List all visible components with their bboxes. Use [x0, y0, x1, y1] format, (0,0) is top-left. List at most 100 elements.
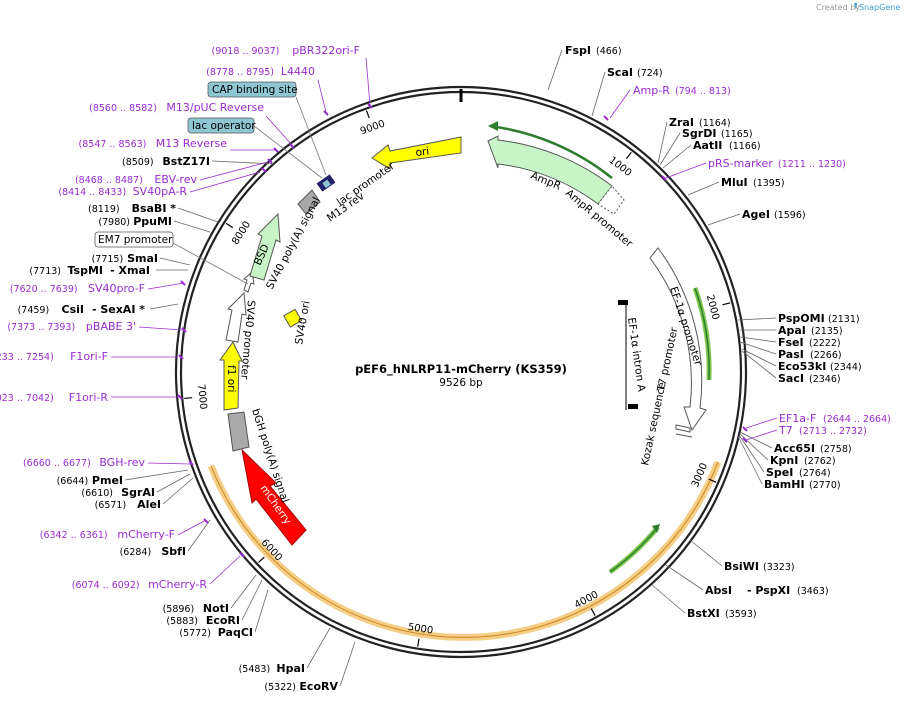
primer-mark	[603, 115, 609, 121]
feature-kozak[interactable]: Kozak sequence	[639, 381, 693, 467]
site-smai[interactable]: SmaI(7715)	[92, 252, 158, 265]
site-sbfi[interactable]: SbfI(6284)	[120, 545, 186, 558]
site-name: SmaI	[127, 252, 158, 265]
site-bstxi[interactable]: BstXI(3593)	[687, 607, 757, 620]
primer-bgh-rev[interactable]: BGH-rev(6660 .. 6677)	[23, 456, 146, 469]
primer-sv40pro-f[interactable]: SV40pro-F(7620 .. 7639)	[10, 282, 145, 295]
site-noti[interactable]: NotI(5896)	[163, 602, 229, 615]
site-hpai[interactable]: HpaI(5483)	[239, 662, 305, 675]
primer-position: (6342 .. 6361)	[40, 530, 108, 541]
site-position: (5322)	[264, 682, 296, 693]
primer-name: pBABE 3'	[86, 320, 136, 333]
site-name: TspMI	[67, 264, 103, 277]
site-fspi[interactable]: FspI(466)	[565, 44, 622, 57]
site-bamhi[interactable]: BamHI(2770)	[764, 478, 841, 491]
site-sgrai[interactable]: SgrAI(6610)	[81, 486, 155, 499]
primer-prs-marker[interactable]: pRS-marker(1211 .. 1230)	[708, 157, 846, 170]
primer-sv40pa-r[interactable]: SV40pA-R(8414 .. 8433)	[58, 185, 187, 198]
site-ecori[interactable]: EcoRI (5883)	[166, 614, 240, 627]
orf-mcherry-arrowhead	[652, 524, 660, 533]
tick-label: 9000	[359, 118, 387, 137]
site-position: (3323)	[763, 562, 795, 573]
site-scai[interactable]: ScaI(724)	[607, 66, 663, 79]
primer-f1ori-r[interactable]: F1ori-R (7023 .. 7042)	[0, 391, 108, 404]
primer-name: SV40pA-R	[133, 185, 188, 198]
site-ecorv[interactable]: EcoRV(5322)	[264, 680, 338, 693]
leader-line	[609, 89, 631, 119]
site-name: ApaI	[778, 324, 806, 337]
site-zrai[interactable]: ZraI(1164)	[669, 116, 731, 129]
feature-ori[interactable]: ori	[371, 136, 462, 170]
primer-m13-puc-reverse[interactable]: M13/pUC Reverse(8560 .. 8582)	[89, 101, 264, 114]
leader-line	[149, 303, 179, 310]
callout-cap-binding-site[interactable]: CAP binding site	[207, 81, 327, 176]
primer-pbabe-3[interactable]: pBABE 3'(7373 .. 7393)	[7, 320, 136, 333]
primer-pbr322ori-f[interactable]: pBR322ori-F(9018 .. 9037)	[212, 44, 360, 57]
primer-mark	[261, 167, 267, 173]
site-apai[interactable]: ApaI(2135)	[778, 324, 843, 337]
site-name: PspOMI	[778, 312, 825, 325]
site-xmai[interactable]: - XmaI	[110, 264, 150, 277]
site-name: EcoRI	[206, 614, 240, 627]
leader-line	[662, 144, 692, 169]
primer-ebv-rev[interactable]: EBV-rev(8468 .. 8487)	[75, 173, 198, 186]
feature-em7-promoter[interactable]	[243, 271, 255, 293]
site-name: MluI	[721, 176, 748, 189]
site-absi[interactable]: AbsI	[705, 584, 732, 597]
site-acc65i[interactable]: Acc65I(2758)	[774, 442, 852, 455]
site-aatii[interactable]: AatII(1166)	[693, 139, 761, 152]
site-spei[interactable]: SpeI(2764)	[766, 466, 831, 479]
site-sexai[interactable]: - SexAI *	[92, 303, 145, 316]
callout-lac-operator[interactable]: lac operator	[187, 117, 323, 179]
primer-mcherry-f[interactable]: mCherry-F(6342 .. 6361)	[40, 528, 175, 541]
primer-t7[interactable]: T7(2713 .. 2732)	[778, 424, 867, 437]
feature-sv40-ori[interactable]: SV40 ori	[283, 300, 313, 346]
site-paqci[interactable]: PaqCI(5772)	[179, 626, 253, 639]
leader-line	[124, 469, 189, 481]
site-position: (6644)	[57, 476, 89, 487]
primer-name: Amp-R	[633, 84, 670, 97]
primer-l4440[interactable]: L4440(8778 .. 8795)	[206, 65, 315, 78]
site-name: KpnI	[770, 454, 798, 467]
feature-ef1a-intron[interactable]: EF-1α intron A	[618, 300, 647, 410]
site-bsabi[interactable]: BsaBI *(8119)	[88, 202, 176, 215]
primer-f1ori-f[interactable]: F1ori-F(7233 .. 7254)	[0, 350, 108, 363]
site-sgrdi[interactable]: SgrDI(1165)	[682, 127, 753, 140]
primer-name: pRS-marker	[708, 157, 773, 170]
site-eco53ki[interactable]: Eco53kI(2344)	[778, 360, 862, 373]
site-alei[interactable]: AleI(6571)	[95, 498, 161, 511]
feature-f1ori[interactable]: f1 ori	[219, 341, 243, 411]
primer-position: (6660 .. 6677)	[23, 458, 91, 469]
primer-amp-r[interactable]: Amp-R(794 .. 813)	[633, 84, 731, 97]
callout-em7-promoter[interactable]: EM7 promoter	[94, 231, 249, 285]
primer-position: (7023 .. 7042)	[0, 393, 54, 404]
site-ppumi[interactable]: PpuMI(7980)	[98, 215, 172, 228]
leader-line	[739, 336, 777, 343]
site-position: (1395)	[753, 178, 785, 189]
site-pspxi[interactable]: - PspXI(3463)	[747, 584, 829, 597]
site-csii[interactable]: CsiI(7459)	[18, 303, 84, 316]
feature-lac-promoter[interactable]: lac promoter M13 rev	[316, 160, 398, 225]
primer-ef1a-f[interactable]: EF1a-F(2644 .. 2664)	[779, 412, 891, 425]
feature-ampR[interactable]: AmpR	[487, 135, 613, 205]
site-name: NotI	[203, 602, 229, 615]
primer-m13-reverse[interactable]: M13 Reverse(8547 .. 8563)	[79, 137, 228, 150]
site-kpni[interactable]: KpnI(2762)	[770, 454, 836, 467]
site-name: BamHI	[764, 478, 805, 491]
site-bsiwi[interactable]: BsiWI(3323)	[724, 560, 795, 573]
primer-name: F1ori-R	[69, 391, 109, 404]
site-pmei[interactable]: PmeI(6644)	[57, 474, 123, 487]
site-saci[interactable]: SacI(2346)	[778, 372, 841, 385]
site-agei[interactable]: AgeI(1596)	[742, 208, 806, 221]
leader-line	[659, 132, 681, 166]
primer-mcherry-r[interactable]: mCherry-R(6074 .. 6092)	[72, 578, 208, 591]
site-position: (5883)	[166, 616, 198, 627]
site-fsei[interactable]: FseI(2222)	[778, 336, 841, 349]
site-pasi[interactable]: PasI(2266)	[778, 348, 842, 361]
site-pspomi[interactable]: PspOMI(2131)	[778, 312, 860, 325]
site-name: BstZ17I	[162, 155, 210, 168]
leader-line	[687, 181, 720, 196]
site-bstz17i[interactable]: BstZ17I(8509)	[122, 155, 210, 168]
site-tspmi[interactable]: TspMI(7713)	[29, 264, 103, 277]
site-mlui[interactable]: MluI (1395)	[721, 176, 785, 189]
